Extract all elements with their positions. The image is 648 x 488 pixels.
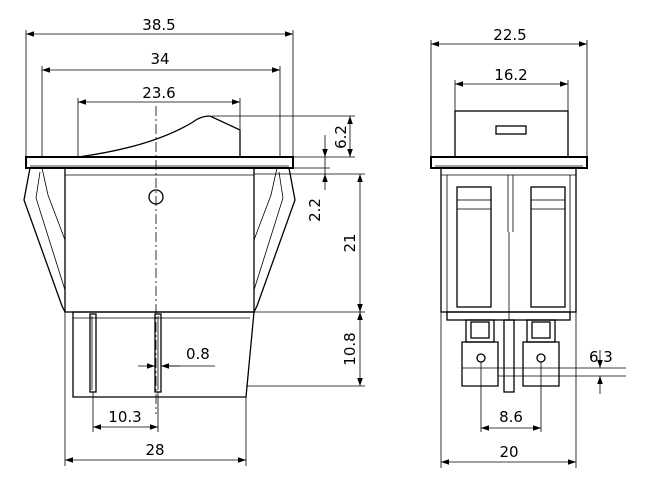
dim-terminal-hole: 6.3 <box>589 348 613 366</box>
terminal-block <box>72 311 255 398</box>
terminal-tab <box>461 341 499 387</box>
dim-body-height: 21 <box>341 233 359 252</box>
dim-pin-thickness: 0.8 <box>186 345 210 363</box>
center-terminal <box>503 319 515 393</box>
side-base <box>446 311 571 321</box>
side-body <box>440 167 577 313</box>
dim-rocker-depth: 16.2 <box>494 66 527 84</box>
dim-rocker-width: 23.6 <box>142 84 175 102</box>
left-mounting-clip <box>23 167 66 313</box>
dim-rocker-height: 6.2 <box>332 125 350 149</box>
side-view <box>430 110 588 393</box>
rocker-actuator <box>77 115 241 158</box>
terminal-tab <box>522 341 560 387</box>
switch-body <box>64 167 255 313</box>
side-window-left <box>456 186 492 308</box>
dim-terminal-length: 10.8 <box>341 332 359 365</box>
right-mounting-clip <box>253 167 296 313</box>
side-dimensions: 22.5 16.2 6.3 8.6 20 <box>430 26 626 468</box>
dim-frame-width: 34 <box>150 50 169 68</box>
front-dimensions: 38.5 34 23.6 6.2 2.2 21 10.8 <box>25 16 365 466</box>
dim-pin-pitch: 10.3 <box>108 408 141 426</box>
dim-body-depth: 20 <box>499 443 518 461</box>
terminal-pins <box>89 313 162 393</box>
dim-terminal-spacing: 8.6 <box>499 408 523 426</box>
dim-bezel-to-pin: 2.2 <box>306 198 324 222</box>
dim-body-width: 28 <box>145 441 164 459</box>
quick-connect-terminals <box>461 232 560 393</box>
dim-overall-depth: 22.5 <box>493 26 526 44</box>
side-window-right <box>530 186 566 308</box>
dim-overall-width: 38.5 <box>142 16 175 34</box>
rocker-marker <box>495 125 527 135</box>
terminal-pin <box>89 313 97 393</box>
